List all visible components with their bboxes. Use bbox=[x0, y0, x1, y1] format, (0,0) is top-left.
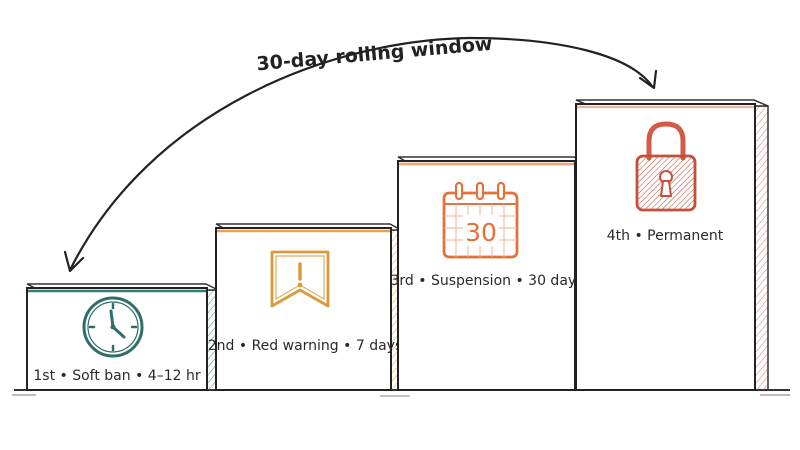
calendar-icon: 30 bbox=[442, 181, 519, 259]
arrowhead-right-icon bbox=[638, 69, 658, 90]
arrowhead-left-icon bbox=[63, 250, 85, 273]
padlock-icon bbox=[635, 121, 697, 212]
step-2-label: 2nd • Red warning • 7 days bbox=[208, 338, 403, 354]
step-1: 1st • Soft ban • 4–12 hr bbox=[26, 283, 219, 391]
step-2-face bbox=[215, 227, 392, 391]
step-2: 2nd • Red warning • 7 days bbox=[208, 223, 403, 391]
step-4-side bbox=[753, 105, 769, 391]
step-4-face bbox=[575, 103, 756, 391]
window-label: 30-day rolling window bbox=[256, 33, 494, 76]
warning-banner-icon bbox=[270, 250, 330, 308]
step-1-face bbox=[26, 287, 208, 391]
step-4: 4th • Permanent bbox=[575, 99, 769, 391]
step-3: 30 3rd • Suspension • 30 days bbox=[391, 156, 586, 391]
step-4-label: 4th • Permanent bbox=[607, 228, 724, 244]
step-1-label: 1st • Soft ban • 4–12 hr bbox=[33, 368, 200, 384]
calendar-number: 30 bbox=[465, 218, 497, 247]
clock-icon bbox=[82, 296, 144, 358]
step-3-label: 3rd • Suspension • 30 days bbox=[391, 273, 584, 289]
